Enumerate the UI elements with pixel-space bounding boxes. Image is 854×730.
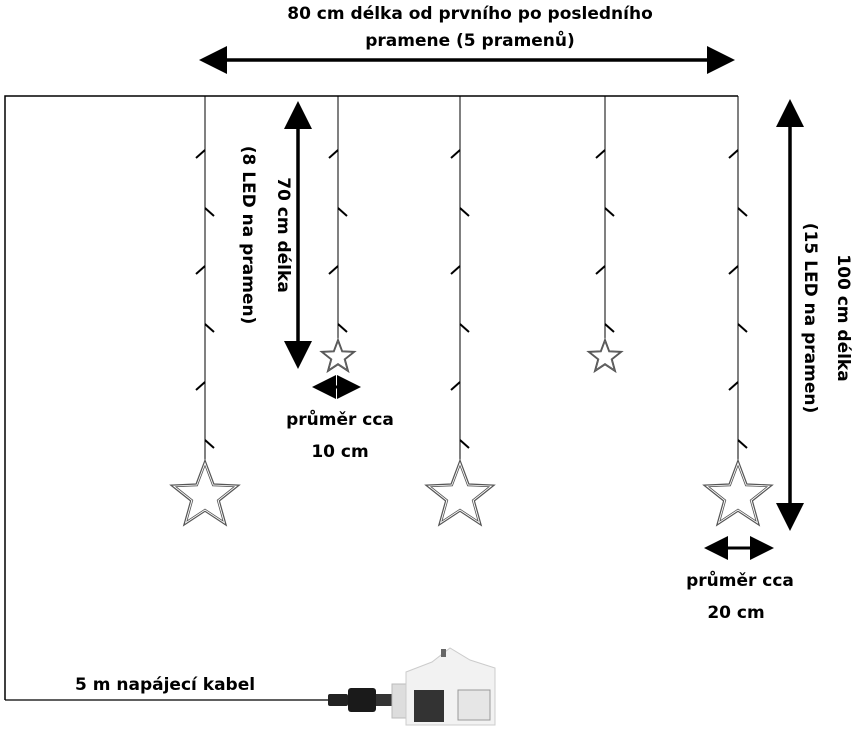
led-bulb xyxy=(204,323,215,333)
long-leds-label: (15 LED na pramen) xyxy=(800,223,820,413)
short-leds-label: (8 LED na pramen) xyxy=(238,146,258,325)
led-bulb xyxy=(737,439,748,449)
small-star-label-line2: 10 cm xyxy=(311,442,368,462)
small-star-label-line1: průměr cca xyxy=(286,408,394,430)
small-star-icon xyxy=(586,337,624,374)
led-bulb xyxy=(450,265,461,275)
cable-label: 5 m napájecí kabel xyxy=(75,675,255,695)
long-length-label: 100 cm délka xyxy=(833,254,853,381)
led-bulb xyxy=(737,207,748,217)
led-bulb xyxy=(195,381,206,391)
big-star-icon xyxy=(702,458,774,527)
small-star-inner-outline xyxy=(322,340,354,371)
led-bulb xyxy=(459,323,470,333)
big-star-icon xyxy=(169,458,241,527)
led-bulb xyxy=(337,323,348,333)
big-star-icon xyxy=(424,458,496,527)
led-bulb xyxy=(604,207,615,217)
led-bulb xyxy=(595,149,606,159)
led-bulb xyxy=(728,149,739,159)
wires xyxy=(4,95,748,700)
big-star-inner-outline xyxy=(174,464,236,522)
led-bulb xyxy=(728,381,739,391)
led-bulb xyxy=(195,265,206,275)
big-star-label-line1: průměr cca xyxy=(686,569,794,591)
power-adapter-image xyxy=(5,647,496,726)
led-bulb xyxy=(604,323,615,333)
led-bulb xyxy=(728,265,739,275)
led-bulb xyxy=(595,265,606,275)
big-star-inner-outline xyxy=(707,464,769,522)
led-bulb xyxy=(204,439,215,449)
width-label-line1: 80 cm délka od prvního po posledního xyxy=(287,4,653,24)
led-bulb xyxy=(737,323,748,333)
big-star-label-line2: 20 cm xyxy=(707,603,764,623)
stars xyxy=(169,337,774,527)
led-bulb xyxy=(337,207,348,217)
led-bulb xyxy=(459,439,470,449)
led-bulb xyxy=(450,149,461,159)
short-length-label: 70 cm délka xyxy=(273,177,293,293)
big-star-inner-outline xyxy=(429,464,491,522)
small-star-inner-outline xyxy=(589,340,621,371)
main-cable xyxy=(4,95,738,700)
led-bulb xyxy=(195,149,206,159)
led-bulb xyxy=(328,149,339,159)
width-label-line2: pramene (5 pramenů) xyxy=(365,29,575,51)
led-bulb xyxy=(204,207,215,217)
small-star-icon xyxy=(319,337,357,374)
led-bulb xyxy=(450,381,461,391)
led-bulb xyxy=(459,207,470,217)
led-bulb xyxy=(328,265,339,275)
